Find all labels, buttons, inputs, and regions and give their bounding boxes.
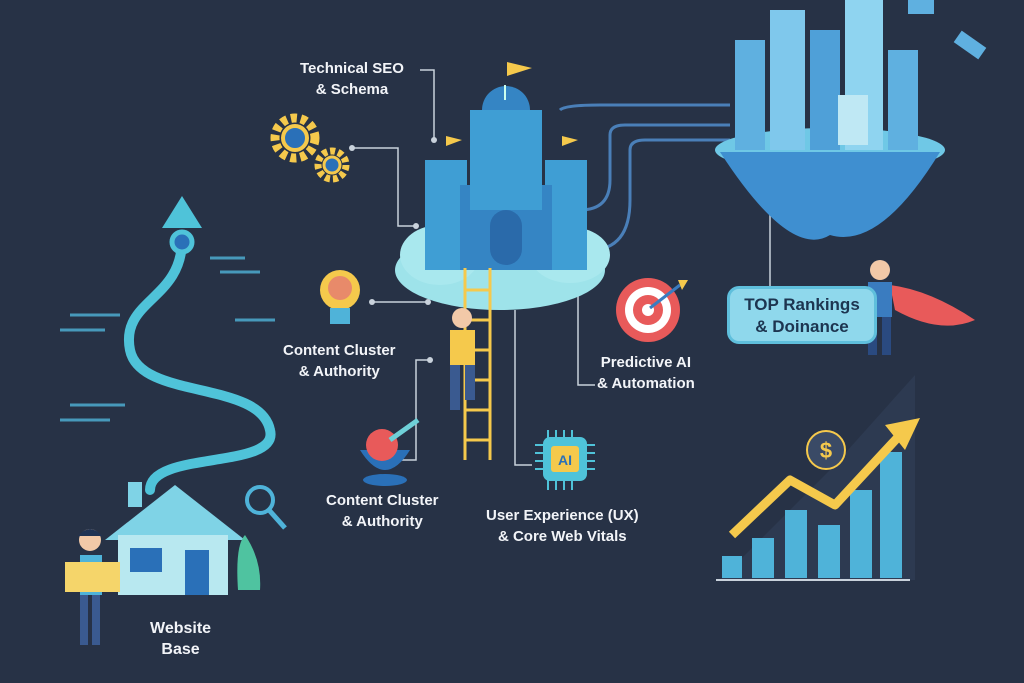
brain-target-icon — [360, 417, 420, 486]
top-rankings-badge: TOP Rankings& Doinance — [727, 286, 877, 344]
gears-icon — [270, 113, 350, 183]
growth-chart — [716, 375, 920, 581]
label-ux: User Experience (UX)& Core Web Vitals — [486, 507, 639, 545]
floating-city — [715, 0, 945, 240]
superhero-person — [868, 260, 975, 355]
ai-chip-icon — [535, 430, 595, 490]
house-icon — [105, 482, 245, 595]
growth-path — [123, 235, 276, 495]
castle-on-cloud — [395, 62, 610, 310]
label-content-cluster-top: Content Cluster& Authority — [283, 342, 396, 380]
magnifier-icon — [245, 485, 287, 530]
label-content-cluster-bottom: Content Cluster& Authority — [326, 492, 439, 530]
label-predictive-ai: Predictive AI& Automation — [597, 354, 695, 392]
dollar-icon: $ — [820, 438, 832, 463]
satellite-icon — [908, 0, 987, 60]
plant-icon — [237, 535, 261, 590]
target-icon — [616, 278, 688, 342]
label-technical-seo: Technical SEO& Schema — [300, 60, 404, 98]
climbing-person — [450, 308, 475, 410]
lightbulb-icon — [320, 270, 360, 324]
ai-chip-label: AI — [558, 452, 572, 468]
circuit-lines — [558, 103, 730, 252]
person-reading-map — [65, 529, 120, 645]
arrow-up-icon — [162, 196, 202, 228]
